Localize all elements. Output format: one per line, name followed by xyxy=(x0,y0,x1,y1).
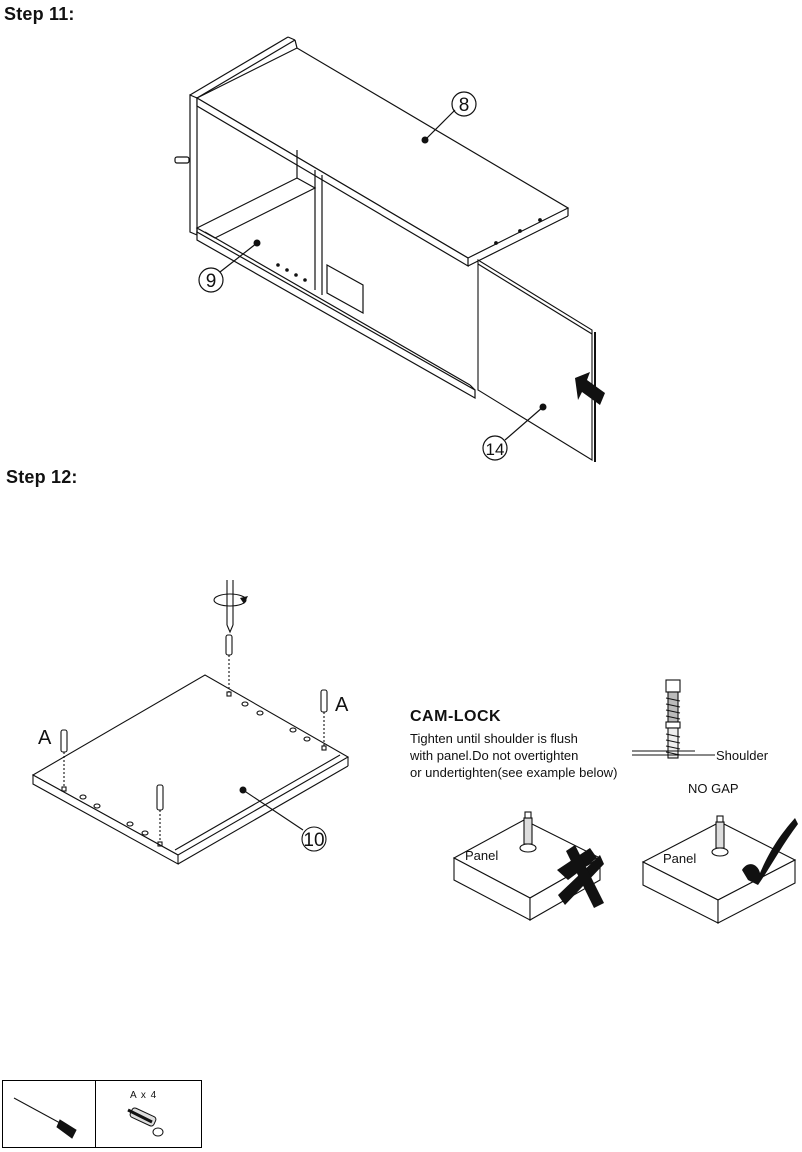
hardware-label-a-left: A xyxy=(38,727,52,749)
step-11-diagram: 8 9 14 xyxy=(174,36,605,462)
hardware-quantity: A x 4 xyxy=(130,1090,158,1101)
camlock-instruction-line-3: or undertighten(see example below) xyxy=(410,765,618,780)
panel-label-wrong: Panel xyxy=(465,848,499,863)
tool-divider xyxy=(95,1081,96,1147)
shoulder-label: Shoulder xyxy=(716,748,769,763)
step-12-title: Step 12: xyxy=(6,467,78,487)
camlock-instruction-line-2: with panel.Do not overtighten xyxy=(410,748,579,763)
no-gap-label: NO GAP xyxy=(688,781,739,796)
callout-9: 9 xyxy=(206,271,217,292)
callout-14: 14 xyxy=(486,440,505,459)
callout-10: 10 xyxy=(303,830,324,851)
panel-label-right: Panel xyxy=(663,851,697,866)
camlock-instruction-line-1: Tighten until shoulder is flush xyxy=(410,731,578,746)
step-11-title: Step 11: xyxy=(4,4,75,24)
hardware-label-a-right: A xyxy=(335,694,349,716)
tools-hardware-box xyxy=(2,1080,202,1148)
camlock-title: CAM-LOCK xyxy=(410,708,502,725)
callout-8: 8 xyxy=(459,95,470,116)
